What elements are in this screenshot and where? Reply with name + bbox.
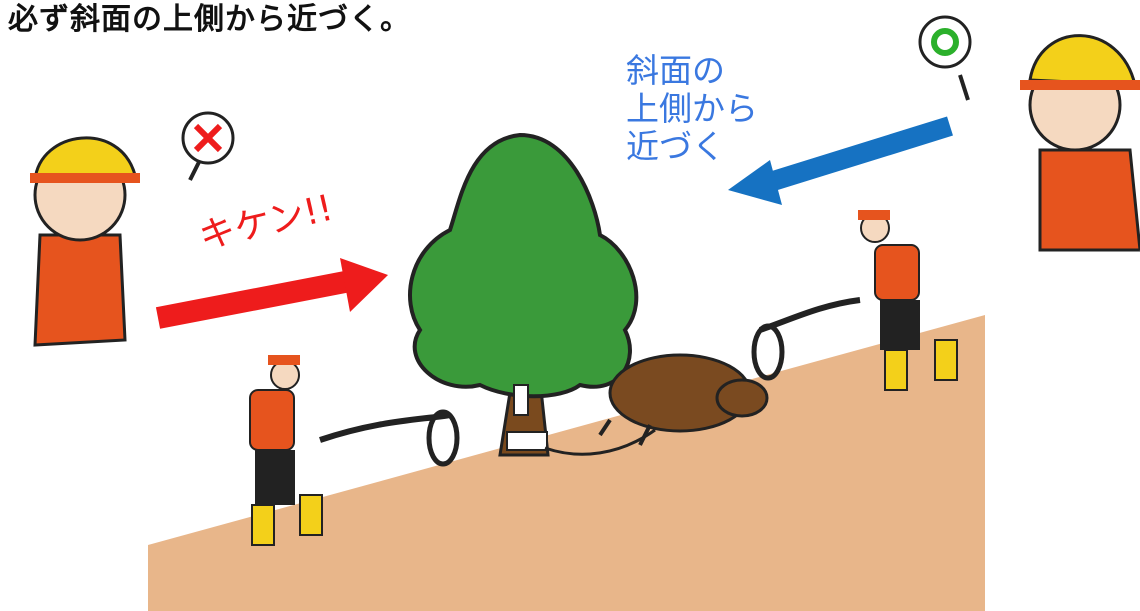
boar	[598, 353, 769, 446]
hunter-right	[751, 210, 958, 391]
safe-arrow	[728, 116, 953, 205]
safe-label-line-1: 斜面の	[626, 51, 725, 90]
hunter-left	[249, 355, 460, 546]
safe-label-line-2: 上側から	[626, 89, 758, 128]
advisor-good	[918, 15, 1140, 252]
circle-sign-icon	[918, 15, 972, 69]
page-title: 必ず斜面の上側から近づく。	[8, 2, 411, 37]
tree	[408, 132, 639, 457]
advisor-bad	[30, 111, 235, 347]
slope-ground	[148, 315, 985, 611]
safe-label-line-3: 近づく	[626, 127, 725, 166]
safe-approach-label: 斜面の 上側から 近づく	[626, 52, 758, 166]
danger-arrow	[155, 258, 388, 329]
